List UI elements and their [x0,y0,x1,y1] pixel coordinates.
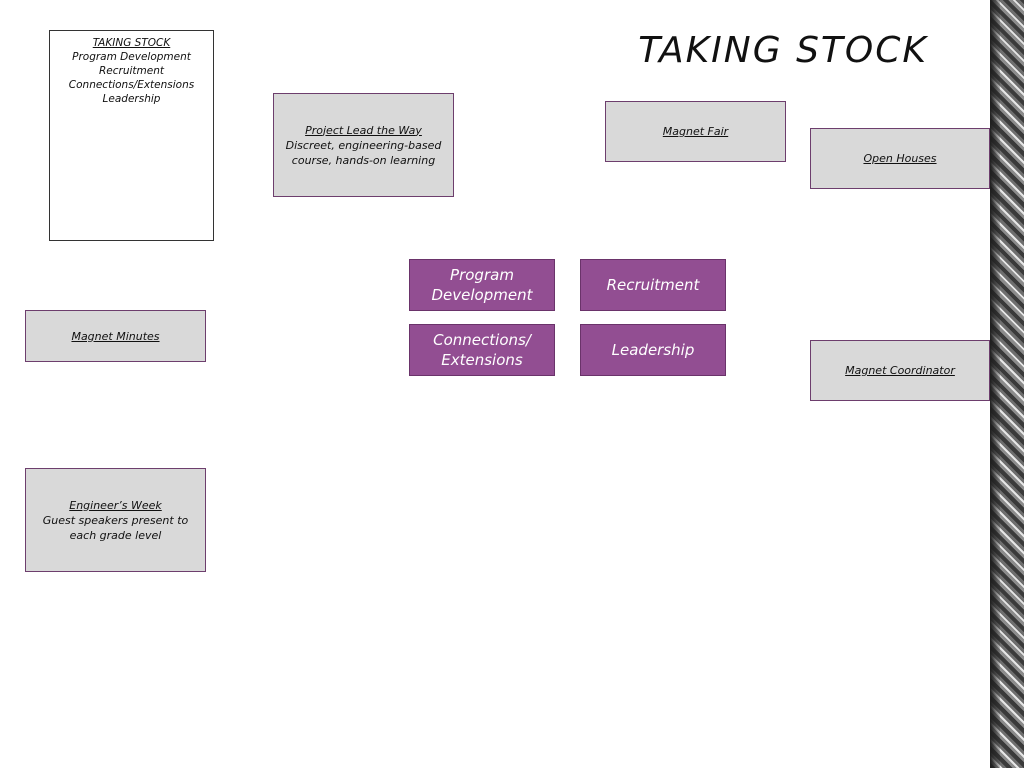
magnet-fair-card: Magnet Fair [605,101,786,162]
magnet-coordinator-title: Magnet Coordinator [845,364,955,377]
edge-shadow [990,0,1000,768]
engineers-week-description: Guest speakers present to each grade lev… [42,513,189,542]
legend-item-leadership: Leadership [102,93,161,105]
project-lead-the-way-description: Discreet, engineering-based course, hand… [285,138,442,167]
engineers-week-title: Engineer’s Week [69,498,162,512]
slide: TAKING STOCK TAKING STOCK Program Develo… [25,30,990,572]
category-connections-extensions: Connections/ Extensions [409,324,555,376]
open-houses-card: Open Houses [810,128,990,189]
magnet-minutes-title: Magnet Minutes [71,329,160,343]
project-lead-the-way-card: Project Lead the Way Discreet, engineeri… [273,93,454,197]
legend-item-recruitment: Recruitment [99,65,164,77]
magnet-minutes-card: Magnet Minutes [25,310,206,362]
legend-item-connections-extensions: Connections/Extensions [68,79,195,91]
project-lead-the-way-title: Project Lead the Way [305,123,422,137]
open-houses-title: Open Houses [863,152,937,165]
category-recruitment: Recruitment [580,259,726,311]
slide-title: TAKING STOCK [638,30,928,71]
legend-box: TAKING STOCK Program Development Recruit… [49,30,214,241]
category-leadership: Leadership [580,324,726,376]
magnet-fair-title: Magnet Fair [662,125,729,138]
decorative-edge-strip [990,0,1024,768]
category-program-development: Program Development [409,259,555,311]
legend-title: TAKING STOCK [92,37,171,49]
engineers-week-card: Engineer’s Week Guest speakers present t… [25,468,206,572]
magnet-coordinator-card: Magnet Coordinator [810,340,990,401]
legend-item-program-development: Program Development [72,51,191,63]
